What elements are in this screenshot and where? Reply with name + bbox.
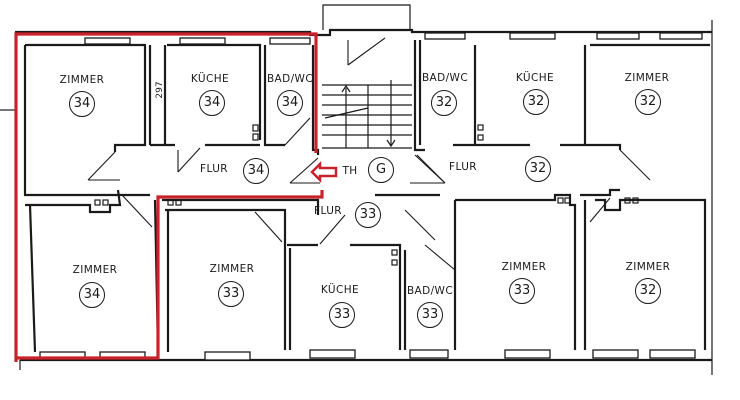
apartment-outline	[14, 32, 318, 362]
unit-number: 34	[69, 91, 95, 117]
unit-number: 33	[417, 302, 443, 328]
stair-unit-number: G	[368, 157, 394, 183]
unit-number: 32	[635, 89, 661, 115]
room-label: KÜCHE	[320, 284, 360, 296]
room-label: ZIMMER	[624, 72, 670, 84]
entrance-arrow-icon	[310, 160, 338, 184]
unit-number: 32	[523, 89, 549, 115]
room-label: FLUR	[200, 163, 228, 175]
stairwell	[322, 37, 446, 184]
room-label: ZIMMER	[209, 263, 255, 275]
room-label: ZIMMER	[72, 264, 118, 276]
unit-number: 34	[199, 90, 225, 116]
unit-number: 33	[218, 281, 244, 307]
unit-number: 34	[79, 282, 105, 308]
unit-number: 32	[525, 156, 551, 182]
stair-label: TH	[342, 165, 358, 177]
unit-number: 32	[431, 90, 457, 116]
room-label: FLUR	[449, 161, 477, 173]
room-label: ZIMMER	[501, 261, 547, 273]
room-label: ZIMMER	[59, 74, 105, 86]
windows-bottom	[39, 349, 696, 361]
unit-number: 34	[277, 90, 303, 116]
unit-number: 33	[509, 278, 535, 304]
dimension-label: 297	[155, 81, 165, 99]
windows-top	[84, 32, 703, 45]
unit-number: 33	[355, 202, 381, 228]
room-label: KÜCHE	[515, 72, 555, 84]
room-label: BAD/WC	[406, 285, 454, 297]
room-label: BAD/WC	[421, 72, 469, 84]
room-label: KÜCHE	[190, 73, 230, 85]
room-label: FLUR	[314, 205, 342, 217]
unit-number: 32	[635, 278, 661, 304]
unit-number: 33	[329, 302, 355, 328]
room-label: ZIMMER	[625, 261, 671, 273]
room-label: BAD/WC	[266, 73, 314, 85]
unit-number: 34	[243, 158, 269, 184]
